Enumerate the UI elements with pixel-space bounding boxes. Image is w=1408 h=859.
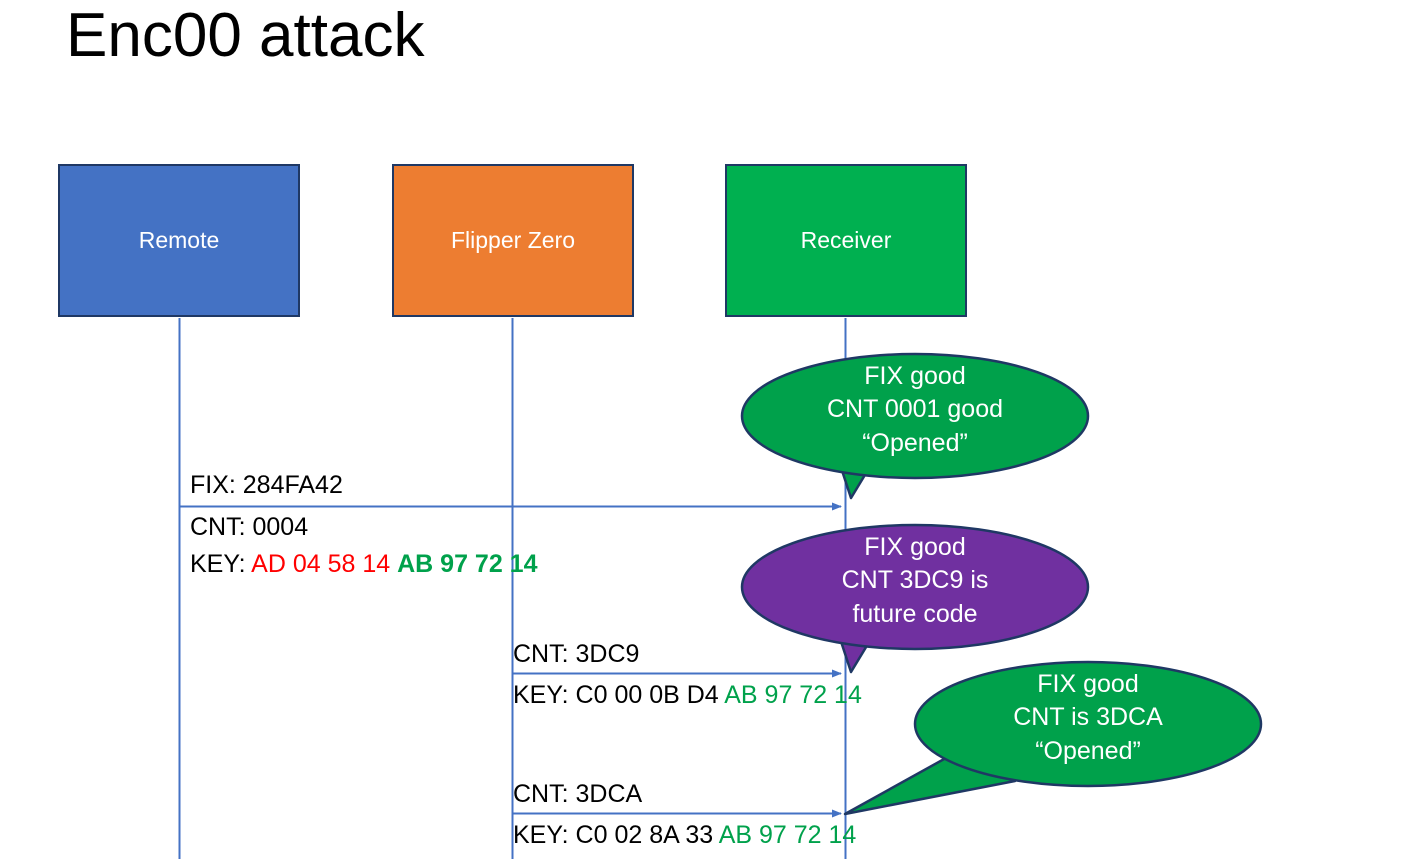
actor-label-receiver: Receiver xyxy=(800,227,892,253)
key-3-green-bytes: AB 97 72 14 xyxy=(718,821,857,849)
key-2-prefix: KEY: C0 00 0B D4 xyxy=(513,681,725,709)
key-1-prefix: KEY: xyxy=(190,550,252,578)
actor-box-flipper[interactable]: Flipper Zero xyxy=(392,164,634,317)
message-label-key-3: KEY: C0 02 8A 33 AB 97 72 14 xyxy=(513,820,856,851)
actor-box-remote[interactable]: Remote xyxy=(58,164,300,317)
key-2-green-bytes: AB 97 72 14 xyxy=(724,681,862,709)
callout-bubble-3 xyxy=(843,660,1263,816)
message-label-cnt-3dc9-text: CNT: 3DC9 xyxy=(513,640,640,668)
message-label-cnt-0004-text: CNT: 0004 xyxy=(190,513,309,541)
actor-box-receiver[interactable]: Receiver xyxy=(725,164,967,317)
callout-bubble-2 xyxy=(740,523,1090,674)
callout-bubble-2-body xyxy=(740,523,1090,651)
message-label-key-1: KEY: AD 04 58 14 AB 97 72 14 xyxy=(190,549,537,580)
message-label-fix: FIX: 284FA42 xyxy=(190,470,343,501)
message-label-cnt-3dca-text: CNT: 3DCA xyxy=(513,780,643,808)
callout-bubble-1 xyxy=(740,352,1090,500)
actor-label-flipper: Flipper Zero xyxy=(451,227,575,253)
actor-label-remote: Remote xyxy=(138,227,220,253)
page-title: Enc00 attack xyxy=(66,1,425,70)
message-label-cnt-0004: CNT: 0004 xyxy=(190,512,308,543)
key-1-red-bytes: AD 04 58 14 xyxy=(251,550,398,578)
message-label-fix-text: FIX: 284FA42 xyxy=(190,471,343,499)
callout-bubble-3-body xyxy=(913,660,1263,788)
message-label-cnt-3dc9: CNT: 3DC9 xyxy=(513,639,639,670)
message-label-cnt-3dca: CNT: 3DCA xyxy=(513,779,642,810)
message-label-key-2: KEY: C0 00 0B D4 AB 97 72 14 xyxy=(513,680,862,711)
key-3-prefix: KEY: C0 02 8A 33 xyxy=(513,821,719,849)
callout-bubble-1-body xyxy=(740,352,1090,480)
key-1-green-bytes: AB 97 72 14 xyxy=(397,550,538,578)
